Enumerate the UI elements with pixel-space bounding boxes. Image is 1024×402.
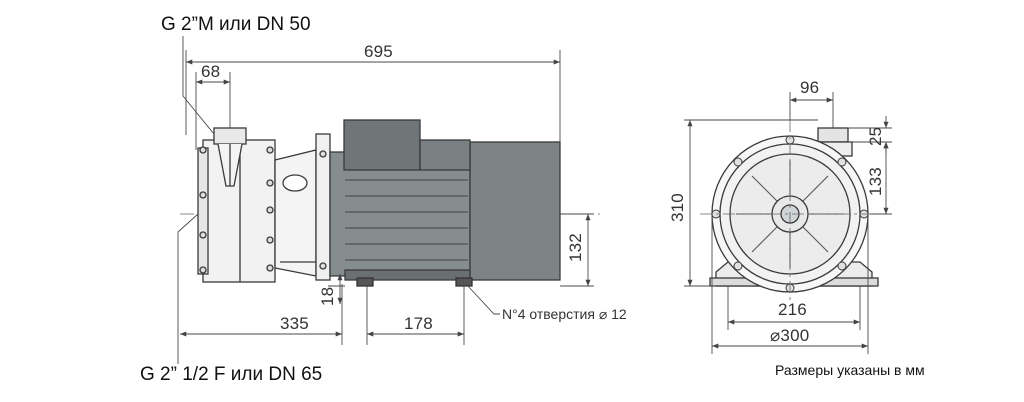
pump-head [197, 127, 276, 283]
mounting-holes-label: N°4 отверстия ⌀ 12 [502, 306, 627, 322]
dim-foot-spacing: 178 [404, 314, 433, 333]
side-view-dimensions [177, 36, 594, 364]
dim-outlet-offset: 96 [800, 78, 820, 97]
adapter [274, 149, 317, 277]
dim-total-height: 310 [668, 193, 687, 222]
dim-outlet-height: 25 [866, 126, 885, 146]
outlet-connection-label: G 2” 1/2 F или DN 65 [140, 364, 323, 385]
front-view [700, 120, 880, 300]
dim-shaft-height: 132 [566, 233, 585, 262]
units-note: Размеры указаны в мм [775, 362, 925, 378]
dim-flange-diameter: ⌀300 [770, 326, 810, 345]
side-view [180, 119, 600, 287]
dim-foot-height: 18 [318, 286, 337, 306]
inlet-connection-label: G 2”M или DN 50 [161, 14, 311, 35]
front-view-dimensions [684, 92, 892, 354]
dim-outlet-to-axis: 133 [866, 167, 885, 196]
dim-foot-to-suction: 335 [280, 314, 309, 333]
dim-foot-width: 216 [778, 300, 807, 319]
dim-inlet-offset: 68 [201, 62, 221, 81]
dim-overall-length: 695 [364, 42, 393, 61]
motor-body [329, 119, 561, 287]
